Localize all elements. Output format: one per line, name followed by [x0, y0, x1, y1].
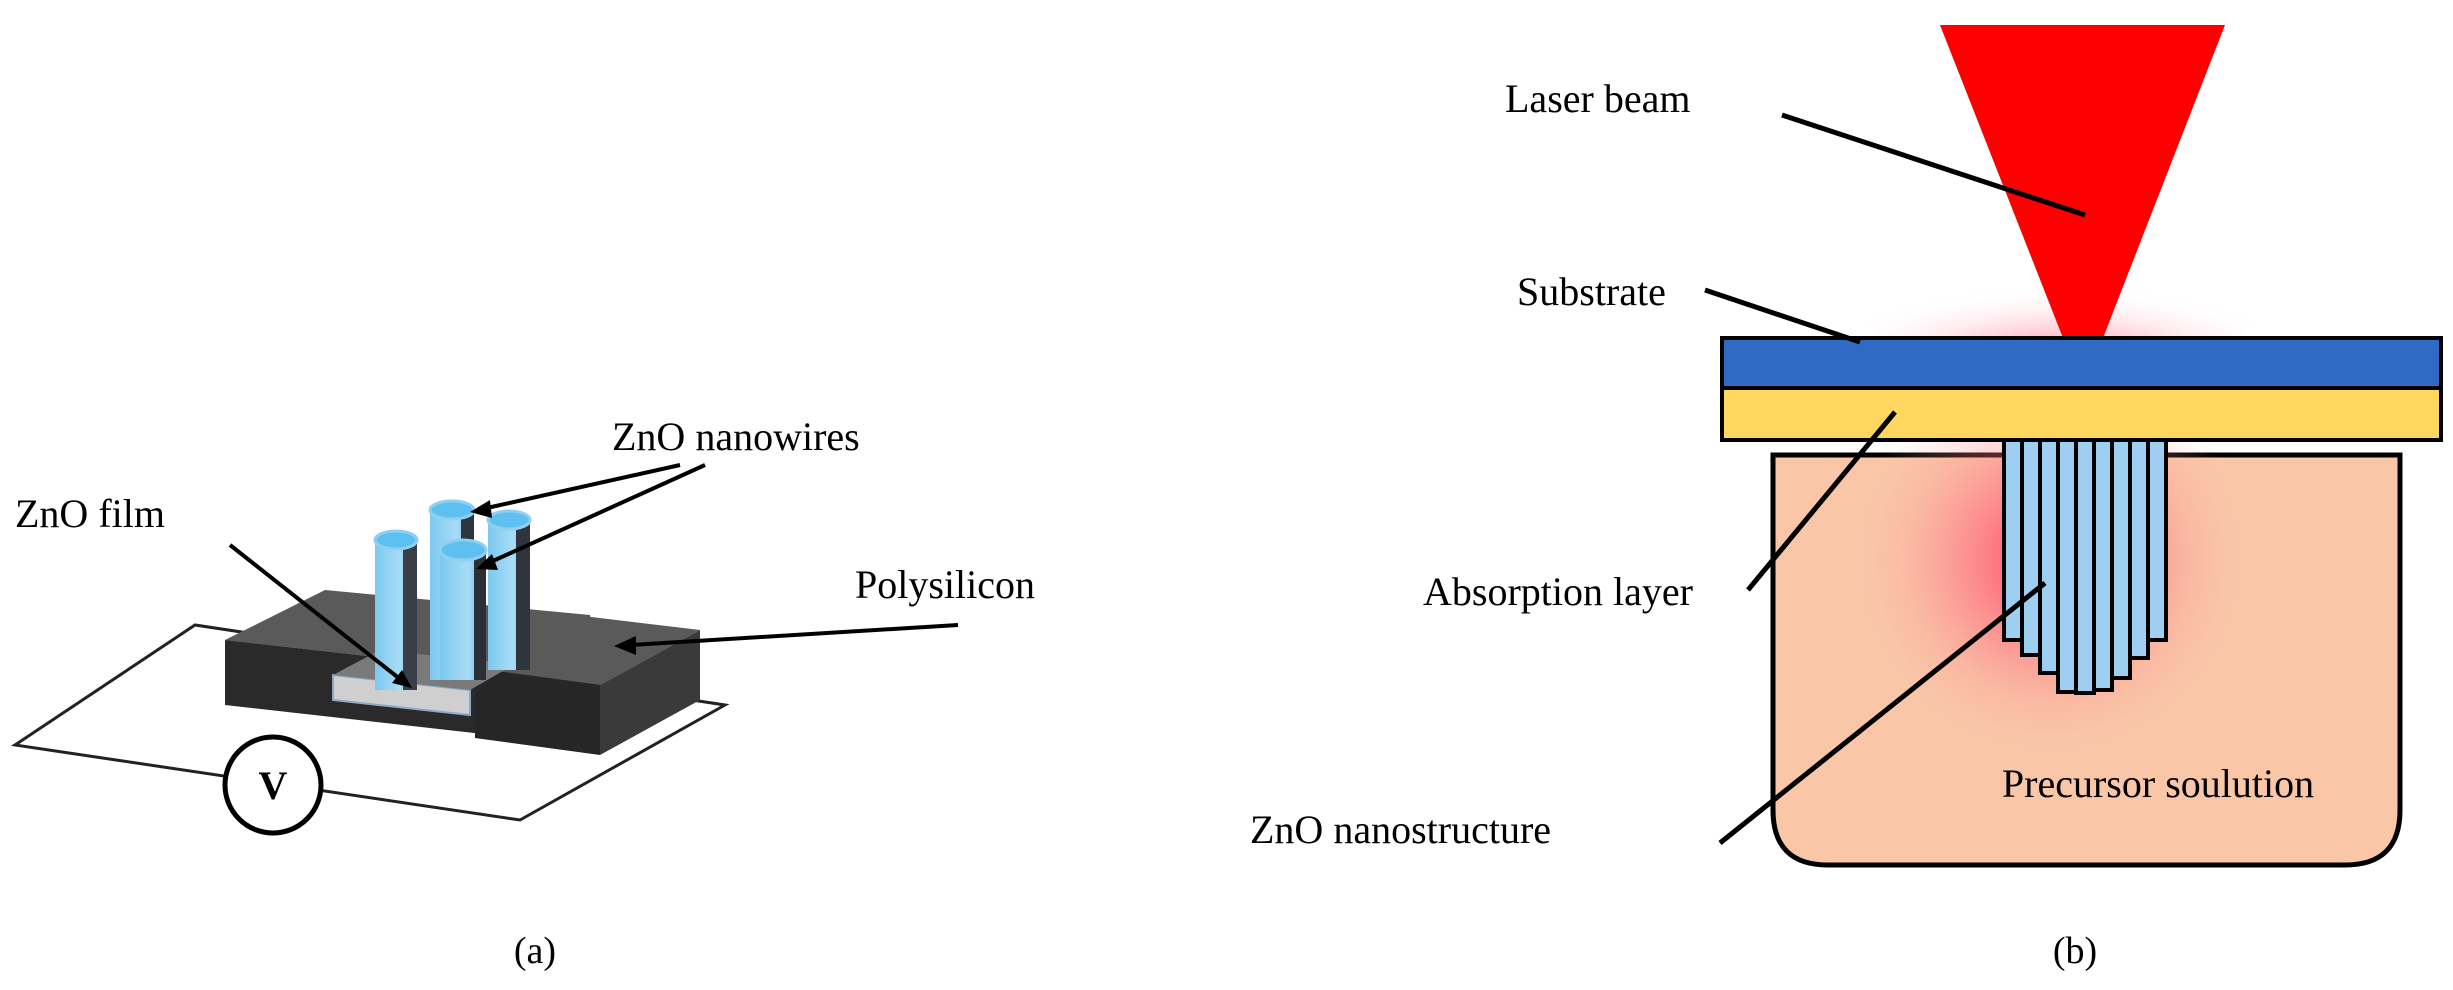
leader-substrate [1704, 287, 1861, 345]
panel-a: V [10, 414, 1035, 972]
label-precursor-solution: Precursor soulution [2002, 761, 2314, 806]
label-zno-nanostructure: ZnO nanostructure [1250, 807, 1551, 852]
voltmeter-circle [222, 734, 324, 836]
leader-absorption-layer [1746, 410, 1897, 592]
leader-laser-beam [1781, 112, 2086, 218]
arrow-nanowires-2 [483, 463, 706, 567]
leader-zno-film [228, 543, 407, 685]
substrate-layer [1720, 336, 2443, 390]
zno-nanostructure [2002, 438, 2168, 695]
caption-b: (b) [2053, 930, 2097, 972]
polysilicon-block-right [475, 615, 700, 755]
zno-nanowire-2 [486, 509, 532, 670]
arrow-nanowires-1 [477, 463, 681, 512]
absorption-layer [1720, 386, 2443, 442]
panel-b: Laser beam Substrate Absorption layer Zn… [1250, 25, 2443, 972]
voltmeter-label: V [259, 763, 288, 808]
label-zno-film: ZnO film [15, 491, 165, 536]
zno-nanowire-4 [438, 538, 488, 680]
label-laser-beam: Laser beam [1505, 76, 1690, 121]
label-polysilicon: Polysilicon [855, 562, 1035, 607]
arrow-polysilicon [629, 623, 959, 647]
label-zno-nanowires: ZnO nanowires [612, 414, 860, 459]
label-substrate: Substrate [1517, 269, 1666, 314]
label-absorption-layer: Absorption layer [1423, 569, 1693, 614]
caption-a: (a) [514, 930, 556, 972]
leader-zno-nanostructure [1718, 581, 2047, 845]
laser-beam [1940, 25, 2225, 338]
circuit-wire [10, 623, 730, 822]
